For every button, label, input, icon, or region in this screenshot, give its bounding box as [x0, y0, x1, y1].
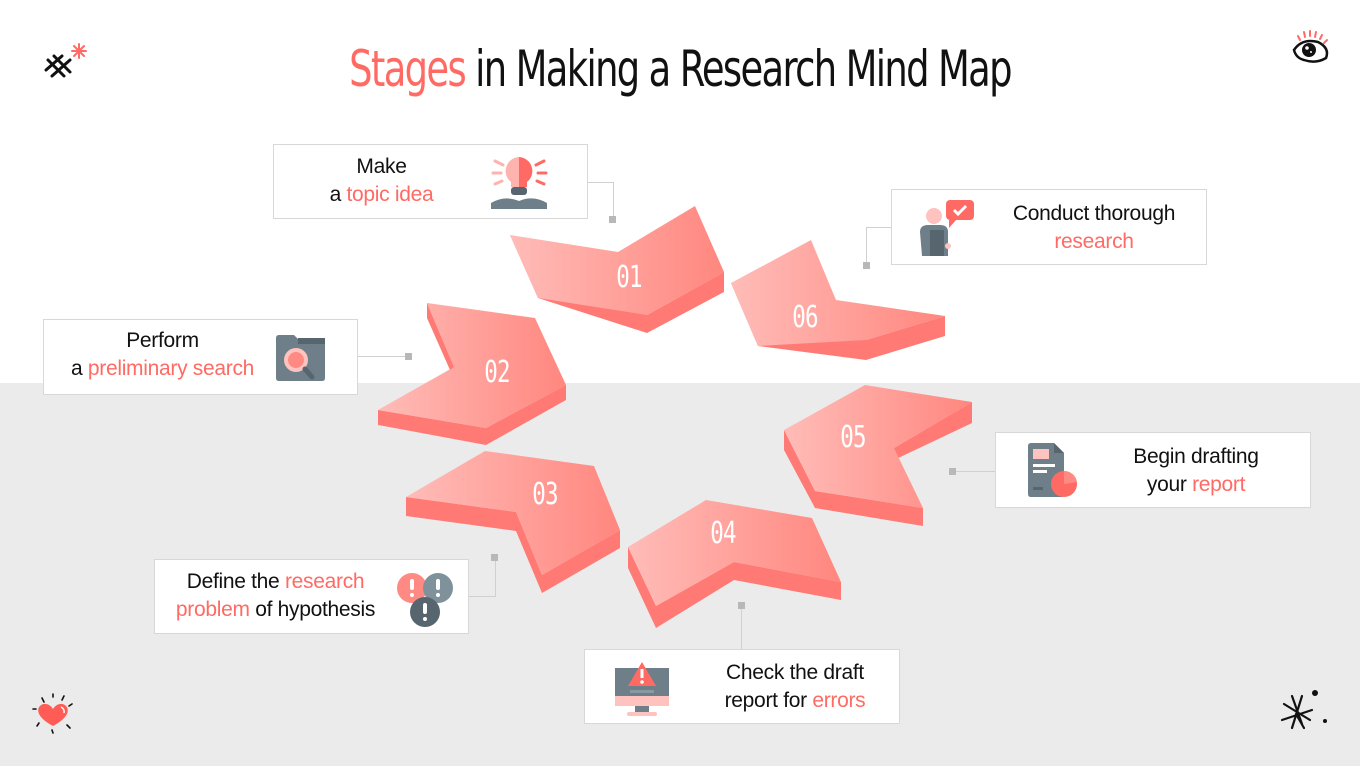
- stage-01-line2-plain: a: [329, 183, 347, 206]
- chevron-02: [378, 303, 566, 445]
- stage-02-line2-plain: a: [70, 357, 88, 380]
- connector-03: [468, 557, 496, 597]
- stage-card-02: Perform a preliminary search: [43, 319, 358, 395]
- stage-number-01: 01: [616, 260, 642, 295]
- page-title: Stages in Making a Research Mind Map: [122, 36, 1237, 102]
- connector-04: [741, 606, 742, 649]
- monitor-warning-icon: [615, 662, 669, 716]
- stage-number-03: 03: [532, 477, 558, 512]
- stage-03-line2-accent: problem: [175, 598, 250, 621]
- stage-05-line1: Begin drafting: [1133, 445, 1259, 468]
- connector-dot-01: [609, 216, 616, 223]
- chevron-04: [628, 500, 841, 628]
- stage-03-line2-plain: of hypothesis: [249, 598, 376, 621]
- stage-number-06: 06: [792, 300, 818, 335]
- stage-03-line1-accent: research: [284, 570, 365, 593]
- stage-card-06: Conduct thorough research: [891, 189, 1207, 265]
- stage-04-line2-accent: errors: [812, 689, 866, 712]
- connector-05: [953, 471, 996, 472]
- document-chart-icon: [1028, 443, 1077, 497]
- stage-card-04: Check the draft report for errors: [584, 649, 900, 724]
- connector-dot-03: [491, 554, 498, 561]
- stage-02-line2-accent: preliminary search: [87, 357, 255, 380]
- connector-dot-02: [405, 353, 412, 360]
- connector-dot-05: [949, 468, 956, 475]
- chevron-01: [510, 206, 724, 333]
- stage-number-04: 04: [710, 516, 736, 551]
- person-speech-check-icon: [920, 200, 974, 256]
- title-accent: Stages: [349, 40, 467, 98]
- starburst-icon: [1280, 690, 1327, 730]
- stage-number-02: 02: [484, 355, 510, 390]
- stage-02-line1: Perform: [126, 329, 199, 352]
- folder-search-icon: [276, 335, 325, 381]
- connector-06: [866, 227, 892, 266]
- eye-icon: [1292, 30, 1329, 63]
- stage-01-line2-accent: topic idea: [346, 183, 434, 206]
- heart-icon: [32, 693, 73, 734]
- connector-dot-06: [863, 262, 870, 269]
- stage-05-line2-accent: report: [1192, 473, 1246, 496]
- stage-03-line1-plain: Define the: [186, 570, 285, 593]
- stage-01-line1: Make: [356, 155, 407, 178]
- stage-card-05: Begin drafting your report: [995, 432, 1311, 508]
- stage-06-line1: Conduct thorough: [1012, 202, 1176, 225]
- stage-04-line2-plain: report for: [724, 689, 813, 712]
- exclamation-circles-icon: [397, 573, 453, 627]
- chevron-06: [731, 240, 945, 360]
- connector-dot-04: [738, 602, 745, 609]
- title-rest: in Making a Research Mind Map: [465, 40, 1012, 98]
- stage-06-line2-accent: research: [1054, 230, 1134, 253]
- stage-number-05: 05: [840, 420, 866, 455]
- stage-card-01: Make a topic idea: [273, 144, 588, 219]
- stage-card-03: Define the research problem of hypothesi…: [154, 559, 469, 634]
- connector-01: [587, 182, 614, 221]
- lightbulb-book-icon: [491, 157, 548, 209]
- chevron-03: [406, 451, 620, 593]
- connector-02: [358, 356, 408, 357]
- chevron-05: [784, 385, 972, 526]
- hash-sparkle-icon: [44, 43, 87, 78]
- stage-04-line1: Check the draft: [726, 661, 864, 684]
- stage-05-line2-plain: your: [1146, 473, 1193, 496]
